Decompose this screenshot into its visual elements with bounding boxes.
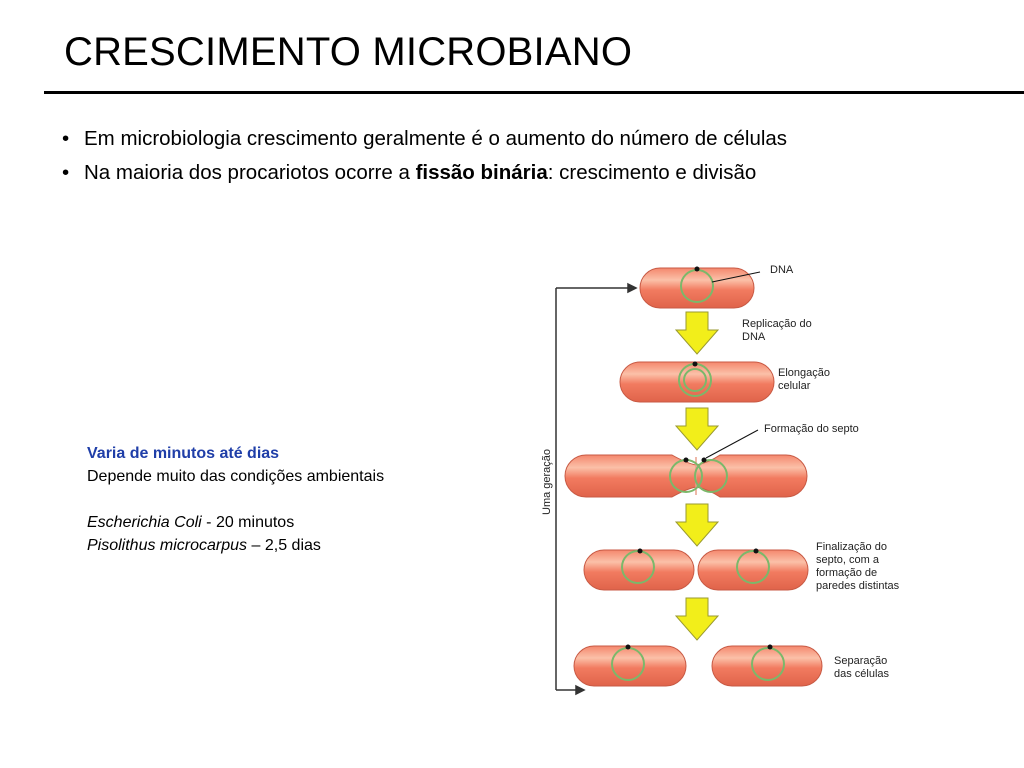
example-ecoli: Escherichia Coli - 20 minutos: [87, 511, 384, 534]
bullet-list: • Em microbiologia crescimento geralment…: [62, 124, 787, 192]
dna-ring: [736, 550, 770, 584]
cell-stage-3: [564, 429, 808, 498]
down-arrow: [674, 597, 720, 641]
label-line: paredes distintas: [816, 580, 900, 592]
dna-origin-dot: [694, 266, 700, 272]
cell-stage-2: [619, 361, 775, 403]
note-spacer: [87, 488, 384, 511]
note-heading: Varia de minutos até dias: [87, 445, 280, 462]
label-cell-elongation: Elongação celular: [778, 367, 830, 393]
label-cell-separation: Separação das células: [834, 655, 889, 681]
bullet-marker: •: [62, 127, 70, 150]
species-name: Escherichia Coli: [87, 514, 202, 531]
down-arrow: [674, 311, 720, 355]
growth-note: Varia de minutos até dias Depende muito …: [87, 442, 384, 557]
generation-time: – 2,5 dias: [247, 537, 321, 554]
generation-bracket: [555, 282, 638, 696]
dna-origin-dot: [683, 457, 689, 463]
dna-ring: [683, 368, 707, 392]
cell-stage-5: [573, 644, 823, 687]
label-line: Elongação: [778, 367, 830, 379]
example-pisolithus: Pisolithus microcarpus – 2,5 dias: [87, 534, 384, 557]
species-name: Pisolithus microcarpus: [87, 537, 248, 554]
dna-ring: [694, 459, 728, 493]
dna-origin-dot: [701, 457, 707, 463]
note-line: Depende muito das condições ambientais: [87, 468, 385, 485]
down-arrow: [674, 407, 720, 451]
label-line: celular: [778, 380, 811, 392]
dna-origin-dot: [692, 361, 698, 367]
fission-illustration: Uma geração: [541, 266, 823, 696]
label-dna: DNA: [770, 264, 794, 276]
cell-stage-1: [639, 266, 761, 309]
label-line: formação de: [816, 567, 878, 579]
label-line: DNA: [742, 331, 766, 343]
binary-fission-diagram: Uma geração DNA Replicação do DNA Elonga…: [520, 250, 940, 700]
generation-time: - 20 minutos: [201, 514, 295, 531]
cell-stage-4: [583, 548, 809, 591]
dna-origin-dot: [753, 548, 759, 554]
label-line: Replicação do: [742, 318, 812, 330]
dna-origin-dot: [625, 644, 631, 650]
label-line: septo, com a: [816, 554, 879, 566]
label-septum-formation: Formação do septo: [764, 423, 859, 435]
dna-origin-dot: [637, 548, 643, 554]
label-septum-completion: Finalização do septo, com a formação de …: [816, 541, 899, 593]
title-divider: [44, 91, 1024, 94]
label-line: Separação: [834, 655, 888, 667]
dna-leader-line: [711, 271, 761, 283]
septum-leader-line: [705, 429, 759, 459]
label-dna-replication: Replicação do DNA: [742, 318, 812, 344]
down-arrow: [674, 503, 720, 547]
dna-origin-dot: [767, 644, 773, 650]
bullet-item: • Em microbiologia crescimento geralment…: [62, 124, 787, 158]
bullet-item: • Na maioria dos procariotos ocorre a fi…: [62, 158, 787, 192]
generation-label: Uma geração: [541, 449, 553, 515]
label-line: Finalização do: [816, 541, 887, 553]
bullet-marker: •: [62, 161, 70, 184]
bullet-text-bold: fissão binária: [415, 161, 548, 184]
label-line: das células: [834, 668, 890, 680]
slide-title: CRESCIMENTO MICROBIANO: [64, 30, 633, 74]
bullet-text: Em microbiologia crescimento geralmente …: [84, 127, 788, 150]
bullet-text-pre: Na maioria dos procariotos ocorre a: [84, 161, 416, 184]
bullet-text-post: : crescimento e divisão: [547, 161, 757, 184]
